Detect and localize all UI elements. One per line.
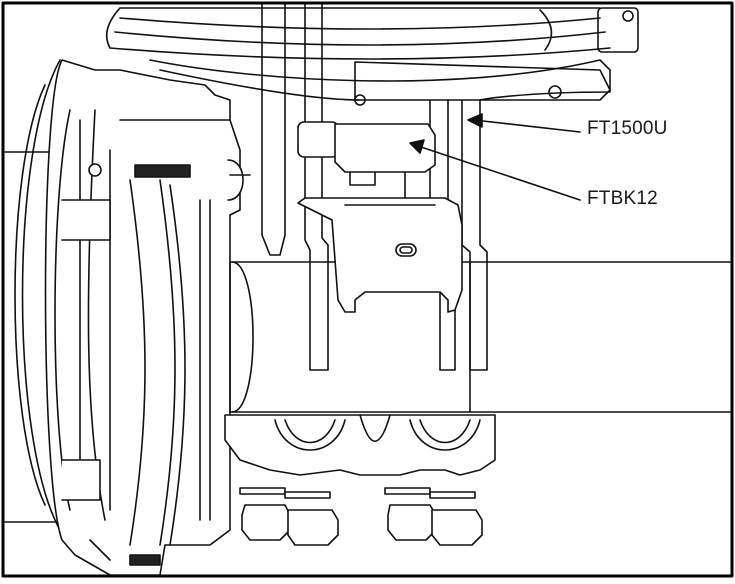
spring-plate	[355, 62, 610, 105]
arrowhead-ft1500u	[468, 114, 482, 127]
leader-lines	[410, 114, 580, 200]
hub	[230, 262, 253, 412]
callout-ftbk12: FTBK12	[587, 188, 658, 209]
brake-caliper	[46, 60, 251, 575]
leaf-spring	[107, 8, 638, 100]
lower-saddles	[225, 415, 495, 475]
callout-ft1500u: FT1500U	[587, 118, 668, 139]
leader-ft1500u	[474, 120, 580, 132]
frame-border	[3, 3, 732, 576]
brake-rotor	[15, 60, 60, 530]
axle-seat	[298, 198, 462, 312]
nuts-and-washers	[240, 488, 482, 545]
arrowhead-ftbk12	[410, 140, 424, 153]
leader-ftbk12	[418, 146, 580, 200]
bump-stop-block	[298, 122, 435, 200]
rotor-vanes	[130, 180, 210, 545]
